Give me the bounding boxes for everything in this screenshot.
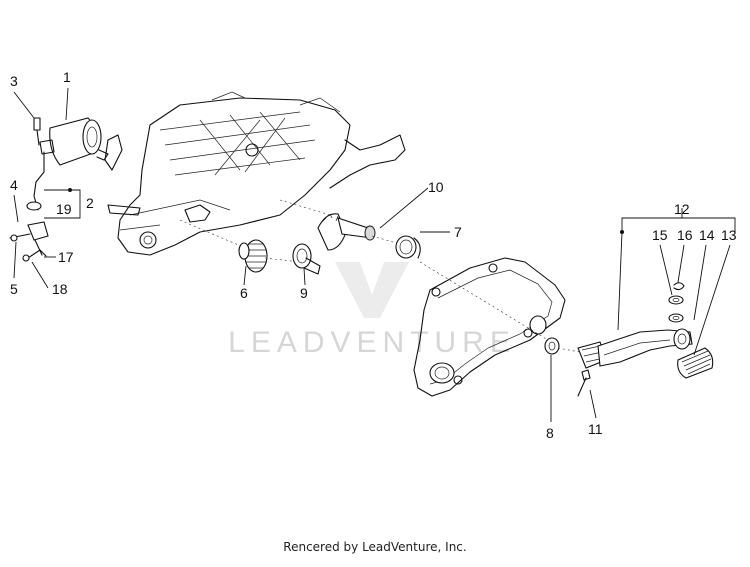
gear-9 <box>264 243 321 275</box>
watermark-text: LEADVENTURE <box>228 326 516 359</box>
callout-18: 18 <box>52 281 68 297</box>
crankcase <box>104 91 406 256</box>
callout-8: 8 <box>546 425 554 441</box>
callout-11: 11 <box>588 421 603 437</box>
callout-16: 16 <box>677 227 693 243</box>
starter-motor <box>39 117 109 166</box>
starter-cable-group <box>9 151 49 262</box>
callout-labels: 3 1 4 2 19 17 5 18 6 9 10 7 8 11 12 15 1… <box>10 69 737 441</box>
small-parts-14-16 <box>668 282 685 323</box>
callout-13: 13 <box>721 227 737 243</box>
kick-lever <box>557 328 693 369</box>
callout-9: 9 <box>300 285 308 301</box>
oil-seal-7 <box>371 235 421 259</box>
callout-10: 10 <box>428 179 444 195</box>
callout-6: 6 <box>240 285 248 301</box>
callout-4: 4 <box>10 177 18 193</box>
pedal-rubber-13 <box>677 347 714 379</box>
transmission-cover <box>413 257 566 397</box>
callout-14: 14 <box>699 227 715 243</box>
callout-2: 2 <box>86 195 94 211</box>
washer-8 <box>419 261 560 355</box>
callout-19: 19 <box>56 201 72 217</box>
callout-1: 1 <box>63 69 71 85</box>
callout-7: 7 <box>454 224 462 240</box>
bolt-3 <box>33 117 41 146</box>
watermark-logo <box>335 262 409 318</box>
footer-credit: Rencered by LeadVenture, Inc. <box>283 540 467 554</box>
bolt-11 <box>577 369 591 397</box>
watermark: LEADVENTURE <box>228 262 516 359</box>
gear-6 <box>179 219 268 273</box>
callout-5: 5 <box>10 281 18 297</box>
starter-gear-10 <box>279 199 376 251</box>
callout-15: 15 <box>652 227 668 243</box>
callout-17: 17 <box>58 249 74 265</box>
leader-lines <box>13 87 736 422</box>
callout-3: 3 <box>10 73 18 89</box>
callout-12: 12 <box>674 201 690 217</box>
